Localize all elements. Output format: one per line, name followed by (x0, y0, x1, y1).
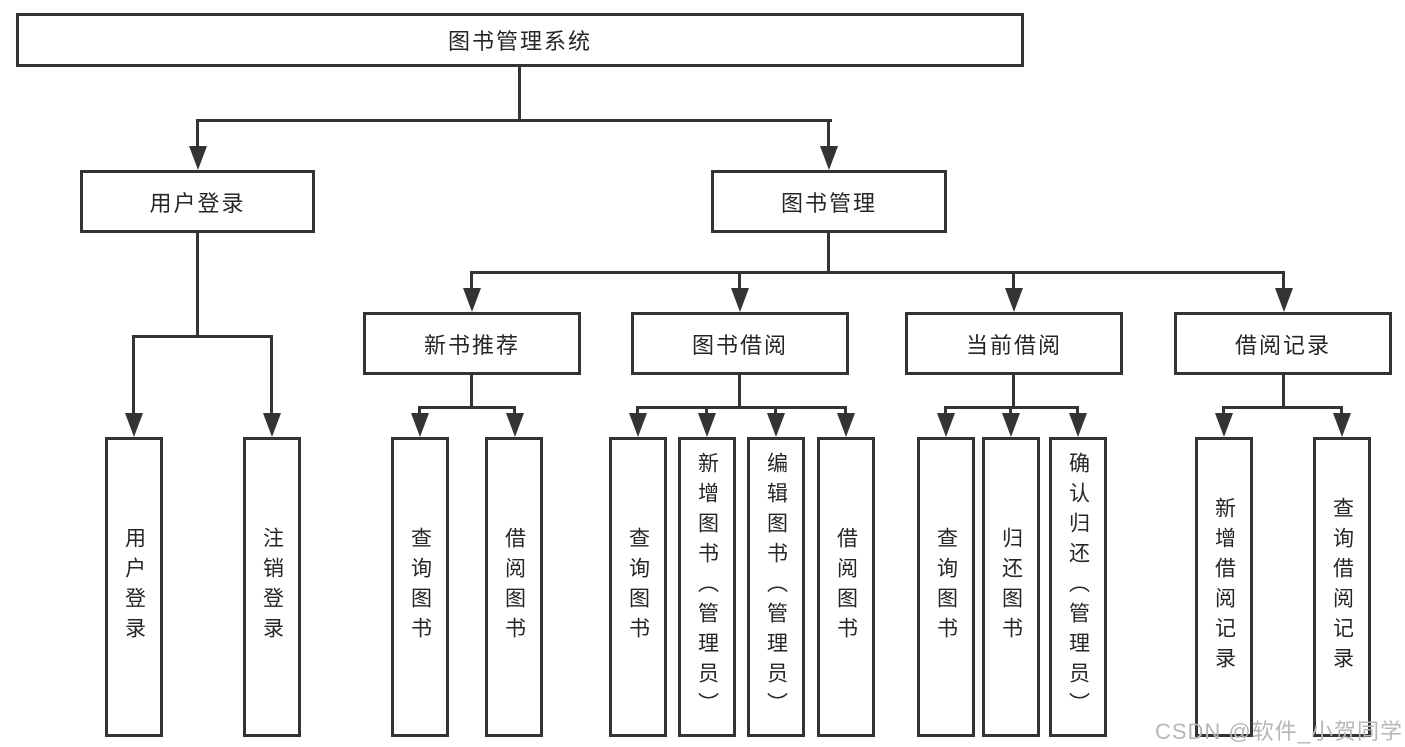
leaf-query-books-recommend: 查询图书 (391, 437, 449, 737)
connector-line (844, 406, 847, 416)
node-book-management: 图书管理 (711, 170, 947, 233)
connector-line (518, 67, 521, 119)
connector-line (1009, 406, 1012, 416)
arrow-down-icon (937, 413, 955, 437)
arrow-down-icon (1002, 413, 1020, 437)
connector-line (196, 119, 832, 122)
node-new-book-recommendation: 新书推荐 (363, 312, 581, 375)
node-user-login: 用户登录 (80, 170, 315, 233)
node-label: 当前借阅 (965, 332, 1062, 358)
connector-line (470, 271, 1285, 274)
arrow-down-icon (125, 413, 143, 437)
connector-line (636, 406, 847, 409)
connector-line (196, 233, 199, 338)
leaf-logout: 注销登录 (243, 437, 301, 737)
connector-line (827, 119, 830, 149)
node-label: 图书管理系统 (447, 29, 592, 54)
connector-line (636, 406, 639, 416)
arrow-down-icon (820, 146, 838, 170)
leaf-borrow-books-recommend: 借阅图书 (485, 437, 543, 737)
arrow-down-icon (189, 146, 207, 170)
connector-line (1012, 375, 1015, 409)
arrow-down-icon (1215, 413, 1233, 437)
connector-line (1076, 406, 1079, 416)
leaf-query-books-current: 查询图书 (917, 437, 975, 737)
arrow-down-icon (1275, 288, 1293, 312)
arrow-down-icon (263, 413, 281, 437)
connector-line (470, 271, 473, 291)
leaf-query-books-borrow: 查询图书 (609, 437, 667, 737)
arrow-down-icon (411, 413, 429, 437)
connector-line (1340, 406, 1343, 416)
leaf-return-book: 归还图书 (982, 437, 1040, 737)
connector-line (1012, 271, 1015, 291)
arrow-down-icon (1005, 288, 1023, 312)
connector-line (774, 406, 777, 416)
node-label: 归还图书 (999, 527, 1023, 647)
arrow-down-icon (837, 413, 855, 437)
leaf-user-login: 用户登录 (105, 437, 163, 737)
node-label: 查询借阅记录 (1330, 497, 1354, 677)
node-label: 借阅图书 (502, 527, 526, 647)
leaf-add-borrow-record: 新增借阅记录 (1195, 437, 1253, 737)
connector-line (132, 335, 273, 338)
node-label: 图书管理 (780, 190, 877, 216)
arrow-down-icon (731, 288, 749, 312)
connector-line (1222, 406, 1225, 416)
connector-line (827, 233, 830, 274)
arrow-down-icon (629, 413, 647, 437)
arrow-down-icon (767, 413, 785, 437)
node-label: 确认归还（管理员） (1066, 452, 1090, 722)
arrow-down-icon (1069, 413, 1087, 437)
connector-line (1282, 375, 1285, 409)
node-label: 查询图书 (408, 527, 432, 647)
node-label: 新增图书（管理员） (695, 452, 719, 722)
connector-line (418, 406, 516, 409)
leaf-query-borrow-record: 查询借阅记录 (1313, 437, 1371, 737)
arrow-down-icon (1333, 413, 1351, 437)
node-label: 新增借阅记录 (1212, 497, 1236, 677)
arrow-down-icon (506, 413, 524, 437)
node-label: 查询图书 (626, 527, 650, 647)
arrow-down-icon (463, 288, 481, 312)
connector-line (738, 375, 741, 409)
csdn-watermark: CSDN @软件_小贺同学 (1154, 719, 1403, 744)
node-label: 新书推荐 (423, 332, 520, 358)
node-label: 查询图书 (934, 527, 958, 647)
connector-line (513, 406, 516, 416)
node-label: 编辑图书（管理员） (764, 452, 788, 722)
connector-line (418, 406, 421, 416)
leaf-confirm-return-admin: 确认归还（管理员） (1049, 437, 1107, 737)
leaf-add-book-admin: 新增图书（管理员） (678, 437, 736, 737)
node-label: 借阅图书 (834, 527, 858, 647)
node-library-management-system: 图书管理系统 (16, 13, 1024, 67)
node-book-borrowing: 图书借阅 (631, 312, 849, 375)
node-current-borrowing: 当前借阅 (905, 312, 1123, 375)
connector-line (705, 406, 708, 416)
connector-line (270, 335, 273, 415)
node-label: 图书借阅 (691, 332, 788, 358)
node-label: 用户登录 (122, 527, 146, 647)
node-borrowing-records: 借阅记录 (1174, 312, 1392, 375)
leaf-borrow-books: 借阅图书 (817, 437, 875, 737)
node-label: 借阅记录 (1234, 332, 1331, 358)
leaf-edit-book-admin: 编辑图书（管理员） (747, 437, 805, 737)
connector-line (132, 335, 135, 415)
connector-line (738, 271, 741, 291)
node-label: 用户登录 (149, 190, 246, 216)
node-label: 注销登录 (260, 527, 284, 647)
connector-line (196, 119, 199, 149)
connector-line (944, 406, 947, 416)
connector-line (470, 375, 473, 409)
arrow-down-icon (698, 413, 716, 437)
connector-line (1282, 271, 1285, 291)
connector-line (1222, 406, 1343, 409)
